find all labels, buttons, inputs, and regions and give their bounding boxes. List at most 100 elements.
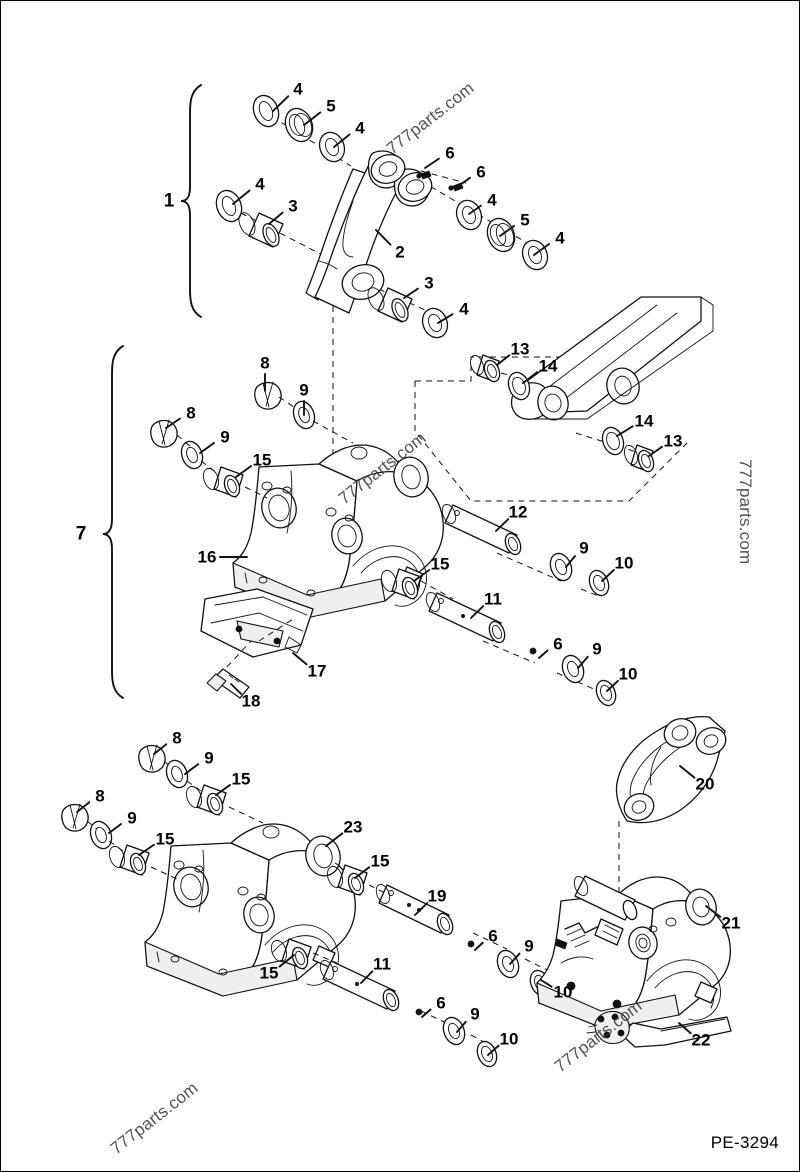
- bracket-group-7: [102, 345, 124, 699]
- part-6-grease-fitting-a: [416, 170, 432, 180]
- callout-number: 12: [508, 502, 528, 522]
- callout-leader-line: [499, 224, 516, 237]
- callout-number: 20: [695, 774, 715, 794]
- group-bracket-label: 1: [163, 190, 175, 212]
- callout-number: 15: [231, 769, 251, 789]
- part-14-washer-lower: [601, 426, 625, 456]
- callout-leader-line: [325, 832, 344, 847]
- callout-leader-line: [679, 765, 696, 779]
- part-17-latch-plate: [200, 588, 314, 658]
- part-15-bushing-lower-b: [108, 844, 150, 876]
- part-15-bushing-lower-c: [326, 864, 368, 896]
- part-22-handle: [586, 1010, 732, 1048]
- callout-number: 6: [445, 143, 455, 163]
- callout-number: 15: [370, 851, 390, 871]
- callout-number: 21: [721, 913, 741, 933]
- callout-leader-line: [354, 866, 371, 879]
- callout-leader-line: [414, 902, 429, 916]
- part-4-washer-upper-left-b: [318, 131, 346, 163]
- callout-leader-line: [199, 441, 216, 454]
- callout-leader-line: [424, 157, 440, 169]
- assembly-middle-coupler: [150, 296, 714, 707]
- callout-number: 11: [373, 954, 391, 974]
- part-16-coupler-frame: [232, 444, 444, 618]
- callout-number: 8: [172, 728, 182, 748]
- part-8-retainer-lower: [150, 419, 178, 448]
- callout-leader-line: [496, 354, 511, 366]
- callout-leader-line: [577, 655, 589, 669]
- callout-leader-line: [232, 189, 251, 205]
- callout-leader-line: [616, 425, 634, 437]
- callout-number: 17: [307, 661, 327, 681]
- callout-number: 23: [343, 817, 363, 837]
- callout-leader-line: [601, 569, 615, 582]
- callout-leader-line: [705, 905, 722, 918]
- callout-number: 4: [293, 79, 303, 99]
- part-8-retainer-lower-lower: [61, 803, 89, 832]
- callout-number: 4: [555, 228, 565, 248]
- part-6-grease-fitting-pin19: [467, 940, 475, 948]
- callout-leader-line: [333, 133, 351, 148]
- callout-leader-line: [437, 313, 454, 324]
- part-15-bushing-right-upper: [380, 568, 422, 600]
- drawing-number: PE-3294: [710, 1133, 779, 1152]
- part-9-washer-lower-a: [165, 759, 189, 789]
- callout-number: 9: [220, 427, 230, 447]
- callout-leader-line: [215, 783, 232, 796]
- callout-leader-line: [421, 1008, 432, 1018]
- part-11-pin: [425, 592, 506, 644]
- callout-number: 10: [614, 553, 634, 573]
- callout-number: 10: [499, 1029, 519, 1049]
- callout-number: 2: [395, 242, 405, 262]
- part-12-pin: [441, 504, 522, 556]
- part-5-bearing-upper-left: [284, 107, 314, 143]
- callout-number: 10: [553, 982, 573, 1002]
- callout-number: 19: [427, 886, 447, 906]
- part-11-pin-lower: [319, 960, 400, 1012]
- part-4-washer-bottom: [421, 307, 449, 339]
- callout-leader-line: [538, 649, 549, 659]
- callout-leader-line: [678, 1022, 692, 1035]
- callout-number: 8: [260, 353, 270, 373]
- callout-leader-line: [303, 111, 322, 126]
- callout-number: 6: [488, 926, 498, 946]
- callout-number: 4: [255, 174, 265, 194]
- callout-number: 9: [299, 380, 309, 400]
- callout-leader-line: [468, 204, 482, 215]
- part-4-washer-upper-right-a: [455, 199, 483, 231]
- callout-leader-line: [235, 465, 253, 478]
- callout-leader-line: [76, 801, 91, 813]
- callout-leader-line: [533, 243, 551, 256]
- callout-number: 18: [241, 691, 261, 711]
- callout-leader-line: [495, 518, 510, 532]
- callout-number: 14: [634, 411, 654, 431]
- part-19-pin: [375, 884, 454, 936]
- callout-number: 13: [663, 431, 683, 451]
- part-6-grease-fitting-pin11: [529, 647, 537, 655]
- part-15-bushing-lower-d: [270, 938, 312, 970]
- part-20-linkage: [615, 715, 727, 824]
- callout-number: 3: [288, 196, 298, 216]
- callout-number: 6: [436, 993, 446, 1013]
- callout-leader-line: [138, 843, 155, 856]
- part-4-washer-upper-left-a: [252, 94, 280, 128]
- part-8-retainer-lower-upper: [138, 744, 166, 773]
- part-9-washer-lower: [180, 440, 204, 470]
- callout-leader-line: [360, 970, 374, 984]
- part-10-washer-pin12: [588, 569, 610, 597]
- callout-leader-line: [456, 1020, 467, 1033]
- callout-number: 14: [538, 356, 558, 376]
- part-23-coupler-frame: [144, 823, 356, 997]
- part-13-bushing-lower: [623, 444, 655, 473]
- part-10-washer-pin11-lower: [476, 1040, 498, 1068]
- callout-leader-line: [108, 823, 123, 834]
- watermark: 777parts.com: [736, 459, 755, 565]
- callout-number: 15: [430, 554, 450, 574]
- callout-leader-line: [403, 287, 419, 299]
- part-9-washer-pin12: [549, 552, 573, 582]
- callout-leader-line: [292, 652, 308, 666]
- callout-leader-line: [230, 683, 243, 695]
- part-8-retainer-upper: [254, 381, 282, 410]
- callout-leader-line: [153, 743, 168, 755]
- part-15-bushing-lower-a: [185, 784, 227, 816]
